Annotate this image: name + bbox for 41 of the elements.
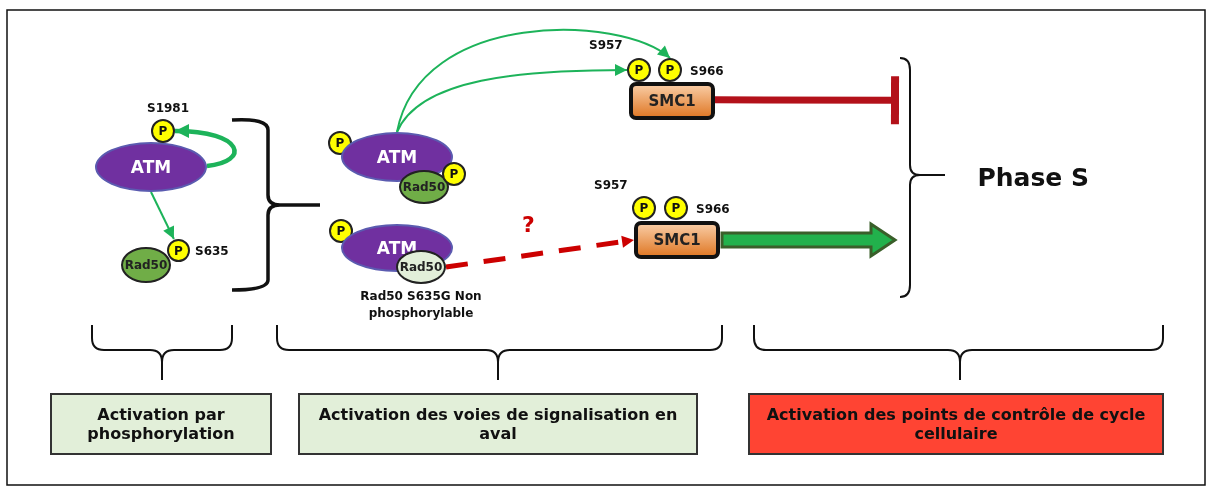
protein-label: SMC1 <box>652 231 702 249</box>
protein-label: Rad50 <box>123 258 169 272</box>
arrow <box>445 235 635 270</box>
phosphate-label: P <box>670 201 682 215</box>
protein-label: Rad50 <box>401 180 447 194</box>
stage-box <box>298 393 698 455</box>
arrow <box>150 191 175 240</box>
protein-label: ATM <box>129 157 173 177</box>
arrow <box>174 124 237 169</box>
protein-circle <box>121 247 171 283</box>
phosphate-circle <box>329 219 353 243</box>
protein-box <box>629 82 715 120</box>
site-label: S957 <box>594 178 628 192</box>
block-arrow <box>720 221 898 259</box>
phosphate-label: P <box>335 224 347 238</box>
phase-label: Phase S <box>976 162 1090 192</box>
site-label: S966 <box>690 64 724 78</box>
protein-label: ATM <box>375 147 419 167</box>
stage-box <box>50 393 272 455</box>
protein-label: SMC1 <box>647 92 697 110</box>
stage-label: Activation par phosphorylation <box>86 405 236 443</box>
protein-box <box>634 221 720 259</box>
phosphate-label: P <box>633 63 645 77</box>
phosphate-label: P <box>664 63 676 77</box>
phosphate-label: P <box>334 136 346 150</box>
stage-label: Activation des voies de signalisation en aval <box>317 405 679 443</box>
stage-label: Activation des points de contrôle de cycle cellulaire <box>765 405 1147 443</box>
stage-box <box>748 393 1164 455</box>
site-label: S957 <box>589 38 623 52</box>
arrow <box>396 64 628 133</box>
phosphate-label: P <box>638 201 650 215</box>
site-label: Rad50 S635G Non phosphorylable <box>359 288 483 322</box>
phosphate-label: P <box>157 124 169 138</box>
site-label: S635 <box>195 244 229 258</box>
site-label: S1981 <box>147 101 190 115</box>
protein-label: ATM <box>375 238 419 258</box>
phosphate-label: P <box>448 167 460 181</box>
arrow <box>396 29 671 133</box>
site-label: S966 <box>696 202 730 216</box>
phosphate-label: P <box>173 243 184 258</box>
protein-label: Rad50 <box>398 260 444 274</box>
